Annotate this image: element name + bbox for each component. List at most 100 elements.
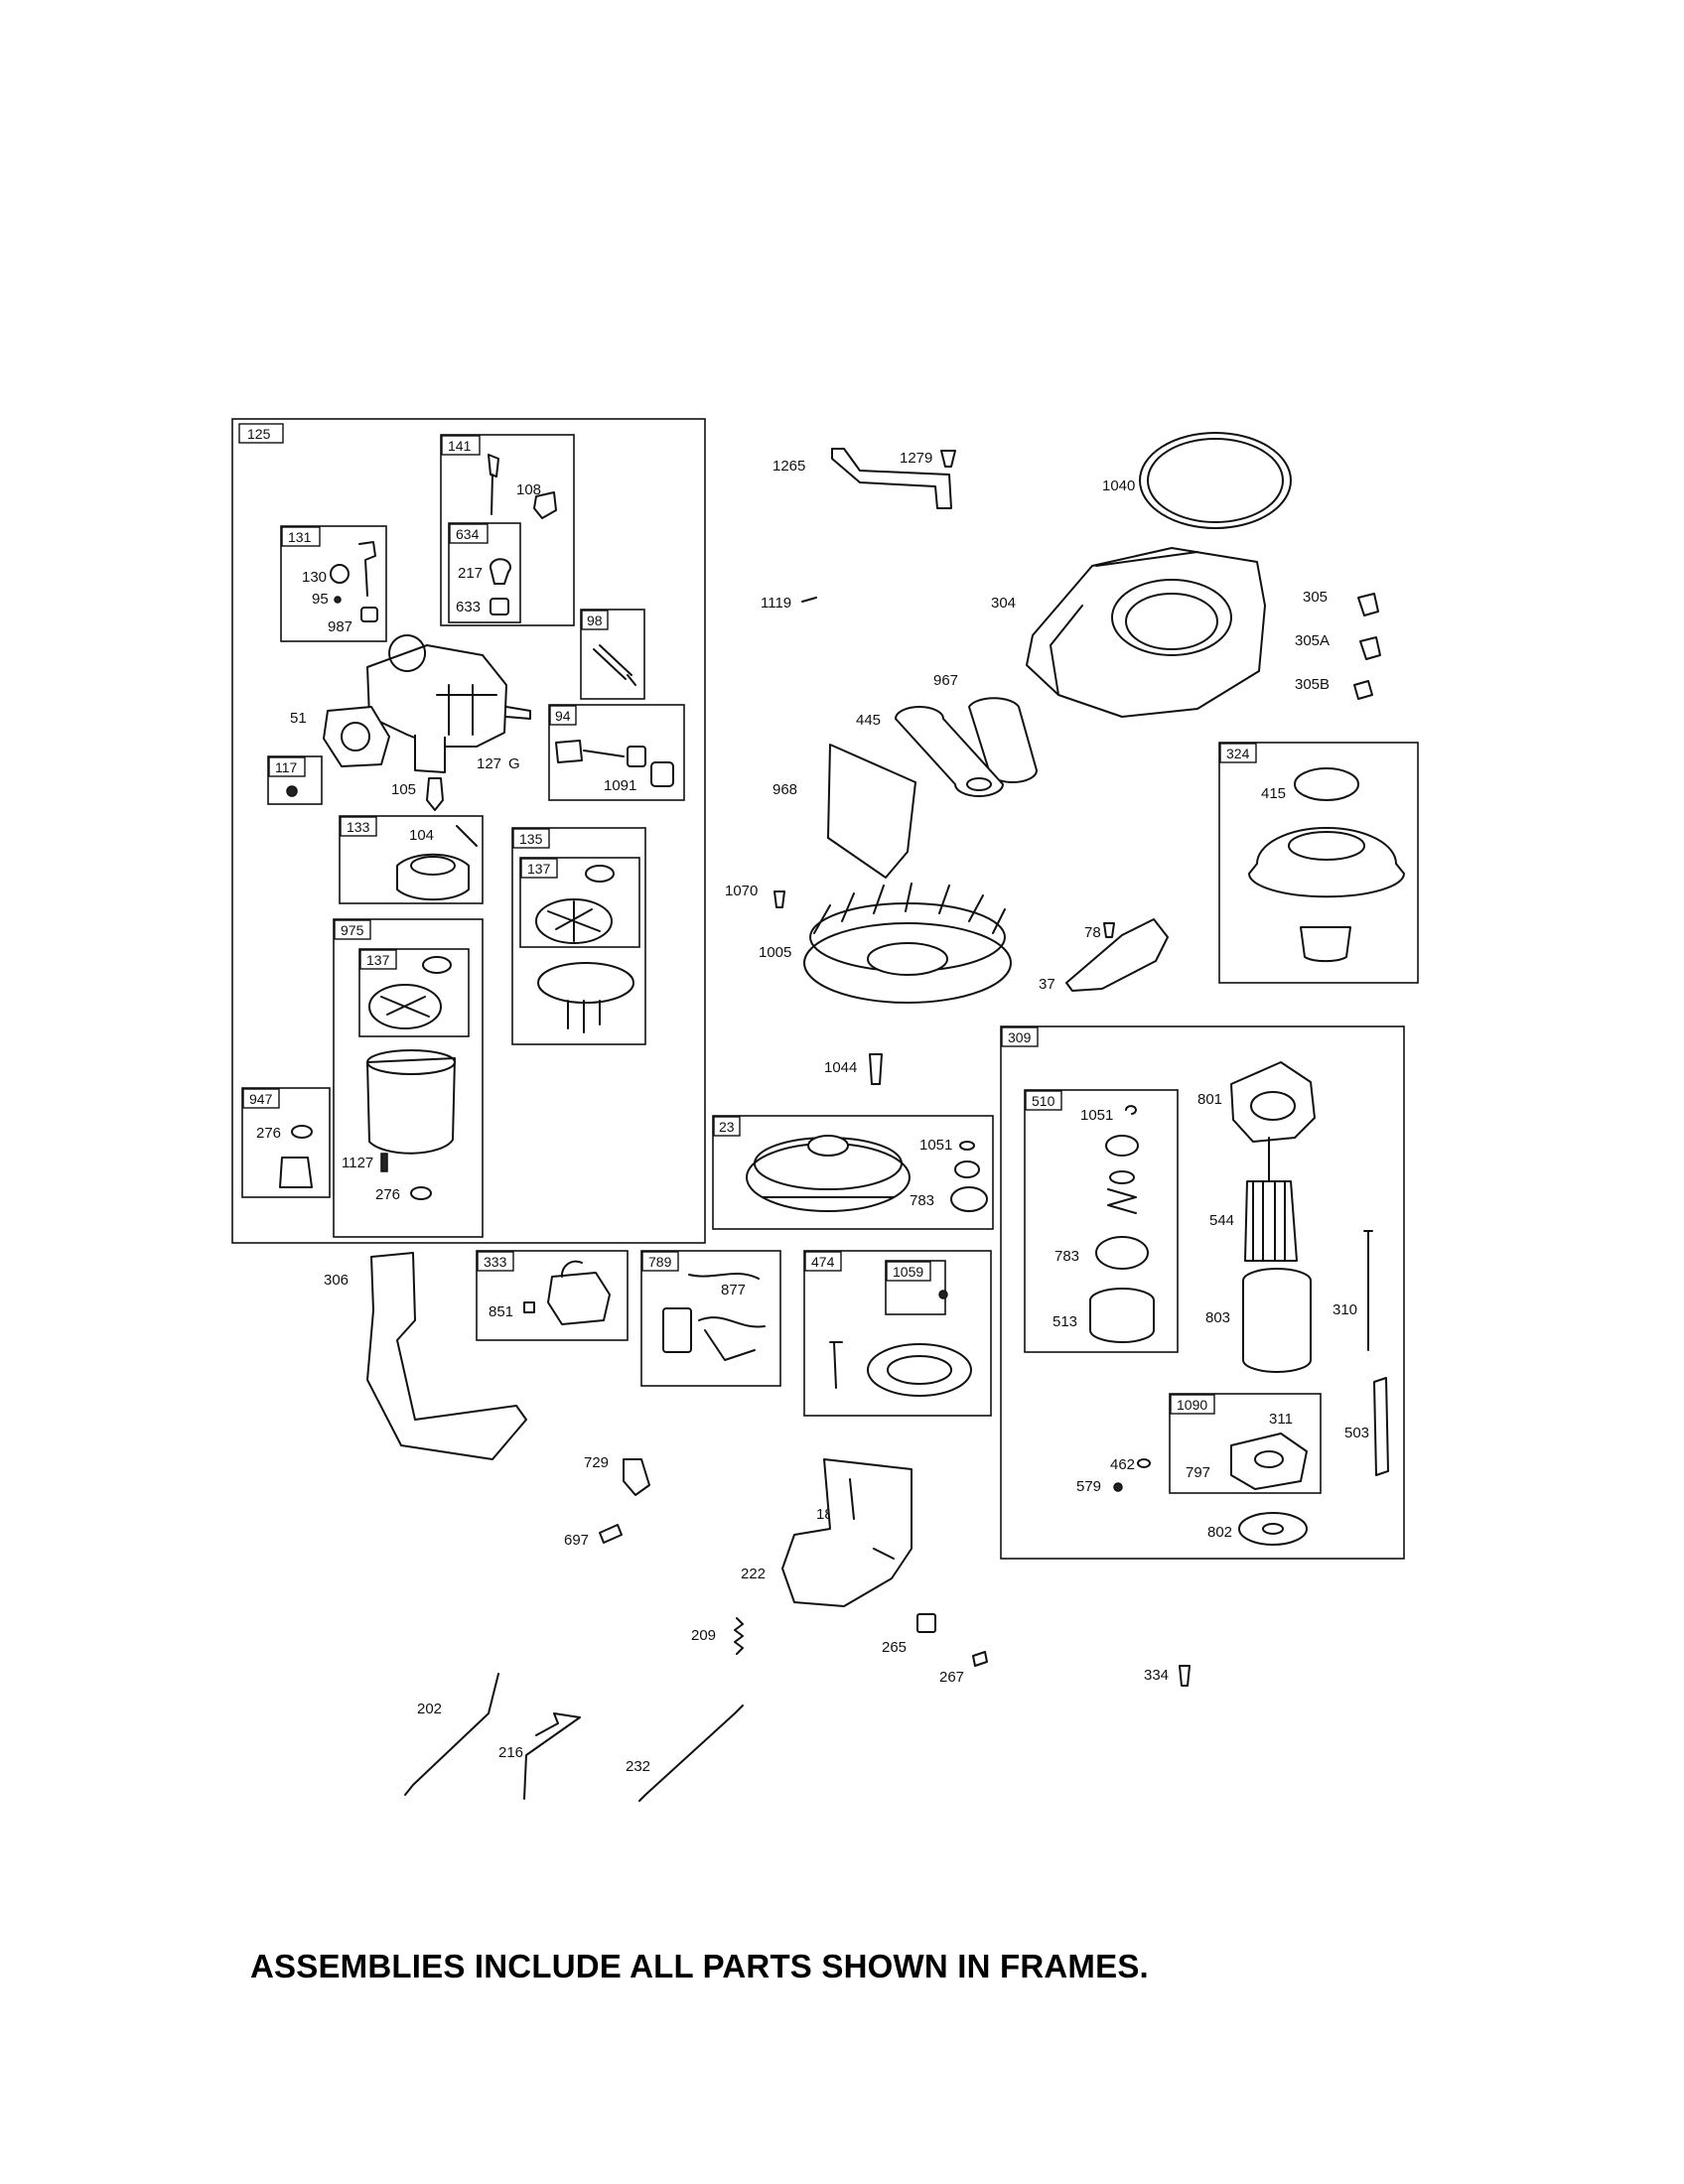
part-label-579: 579 <box>1076 1478 1101 1495</box>
frame-label-94: 94 <box>555 708 571 724</box>
part-503-strip <box>1373 1377 1389 1476</box>
part-95-pin <box>334 596 342 604</box>
part-label-1070: 1070 <box>725 883 758 899</box>
part-108-plate <box>533 491 557 519</box>
part-label-783-flywheel: 783 <box>910 1192 934 1209</box>
frame-133: 133 104 <box>339 815 484 904</box>
part-label-276-upper: 276 <box>256 1125 281 1142</box>
part-label-968: 968 <box>772 781 797 798</box>
frame-label-137-upper: 137 <box>527 861 551 877</box>
part-1005-fan <box>803 883 1012 1004</box>
part-334-screw <box>1179 1665 1191 1687</box>
part-label-209: 209 <box>691 1627 716 1644</box>
frame-634: 634 217 633 <box>448 522 521 623</box>
frame-125: 125 <box>231 418 706 1244</box>
part-label-987: 987 <box>328 618 352 635</box>
frame-23: 23 1051 783 <box>712 1115 994 1230</box>
part-1044-bolt <box>869 1053 883 1085</box>
part-222-control-bracket <box>781 1458 912 1607</box>
part-label-729: 729 <box>584 1454 609 1471</box>
part-789-wires <box>688 1272 766 1328</box>
choke-shaft-part <box>358 541 376 597</box>
frame-141: 141 108 <box>440 434 575 626</box>
part-98-screw <box>593 644 636 686</box>
frame-label-324: 324 <box>1226 746 1250 761</box>
part-1040-ring <box>1139 432 1292 529</box>
part-513-drive <box>1089 1288 1155 1343</box>
part-633-bushing <box>490 598 509 615</box>
frame-label-117: 117 <box>275 759 298 775</box>
part-label-802: 802 <box>1207 1524 1232 1541</box>
part-697-bolt <box>599 1524 623 1544</box>
part-label-51: 51 <box>290 710 307 727</box>
part-78-screw <box>1103 922 1115 938</box>
frame-label-135: 135 <box>519 831 543 847</box>
frame-label-975: 975 <box>341 922 364 938</box>
part-label-803: 803 <box>1205 1309 1230 1326</box>
part-324-rewind-starter <box>1248 826 1405 898</box>
part-127-symbol: G <box>508 755 520 772</box>
frame-label-333: 333 <box>484 1254 507 1270</box>
throttle-shaft-part <box>488 454 499 515</box>
part-label-267: 267 <box>939 1669 964 1686</box>
frame-117: 117 <box>267 755 323 805</box>
part-label-305b: 305B <box>1295 676 1330 693</box>
frame-309: 309 801 544 803 310 503 462 579 802 <box>1000 1025 1405 1560</box>
part-label-1051-flywheel: 1051 <box>919 1137 952 1154</box>
part-801-end-cap <box>1230 1061 1316 1143</box>
part-1279-bolt <box>940 450 956 468</box>
part-label-232: 232 <box>626 1758 650 1775</box>
frame-label-23: 23 <box>719 1119 735 1135</box>
part-label-1044: 1044 <box>824 1059 857 1076</box>
part-label-1119: 1119 <box>761 595 791 612</box>
frame-98: 98 <box>580 609 645 700</box>
part-37-baffle <box>1065 918 1169 992</box>
part-803-housing <box>1242 1268 1312 1373</box>
part-label-202: 202 <box>417 1701 442 1717</box>
part-label-305a: 305A <box>1295 632 1330 649</box>
part-label-305: 305 <box>1303 589 1328 606</box>
part-130-washer <box>330 564 350 584</box>
part-783-pinion <box>1095 1236 1149 1270</box>
part-label-877: 877 <box>721 1282 746 1298</box>
part-975-bowl <box>366 1057 456 1155</box>
frame-label-947: 947 <box>249 1091 273 1107</box>
part-label-105: 105 <box>391 781 416 798</box>
part-label-37: 37 <box>1039 976 1055 993</box>
frame-510: 510 1051 783 513 <box>1024 1089 1179 1353</box>
part-306-baffle <box>366 1252 527 1460</box>
part-label-633: 633 <box>456 599 481 615</box>
part-474-alternator <box>867 1343 972 1397</box>
part-1070-screw <box>773 890 785 908</box>
part-729-clip <box>623 1458 650 1496</box>
part-label-265: 265 <box>882 1639 907 1656</box>
part-label-1005: 1005 <box>759 944 791 961</box>
frame-label-131: 131 <box>288 529 312 545</box>
frame-label-1059: 1059 <box>893 1264 923 1280</box>
part-304-blower-housing <box>1026 547 1266 718</box>
frame-94: 94 1091 <box>548 704 685 801</box>
footer-note: ASSEMBLIES INCLUDE ALL PARTS SHOWN IN FR… <box>250 1948 1149 1984</box>
frame-137-upper <box>519 857 640 948</box>
part-94-spring <box>555 740 583 763</box>
frame-975: 975 137 1127 276 <box>333 918 484 1238</box>
part-label-503: 503 <box>1344 1425 1369 1441</box>
carburetor-body <box>323 634 531 773</box>
part-label-276-lower: 276 <box>375 1186 400 1203</box>
frame-333: 333 851 <box>476 1250 629 1341</box>
part-label-78: 78 <box>1084 924 1101 941</box>
frame-324: 324 415 <box>1218 742 1419 984</box>
part-135-cover <box>537 962 634 1004</box>
part-1090-brush-plate <box>1230 1433 1308 1490</box>
part-label-311: 311 <box>1269 1411 1293 1428</box>
frame-135: 135 137 <box>511 827 646 1045</box>
part-label-544: 544 <box>1209 1212 1234 1229</box>
part-947-fuel-valve <box>279 1157 313 1188</box>
frame-label-789: 789 <box>648 1254 672 1270</box>
frame-1059 <box>885 1260 946 1315</box>
frame-label-133: 133 <box>347 819 370 835</box>
frame-1090: 1090 311 797 <box>1169 1393 1322 1494</box>
part-label-130: 130 <box>302 569 327 586</box>
part-267-screw <box>972 1651 988 1667</box>
